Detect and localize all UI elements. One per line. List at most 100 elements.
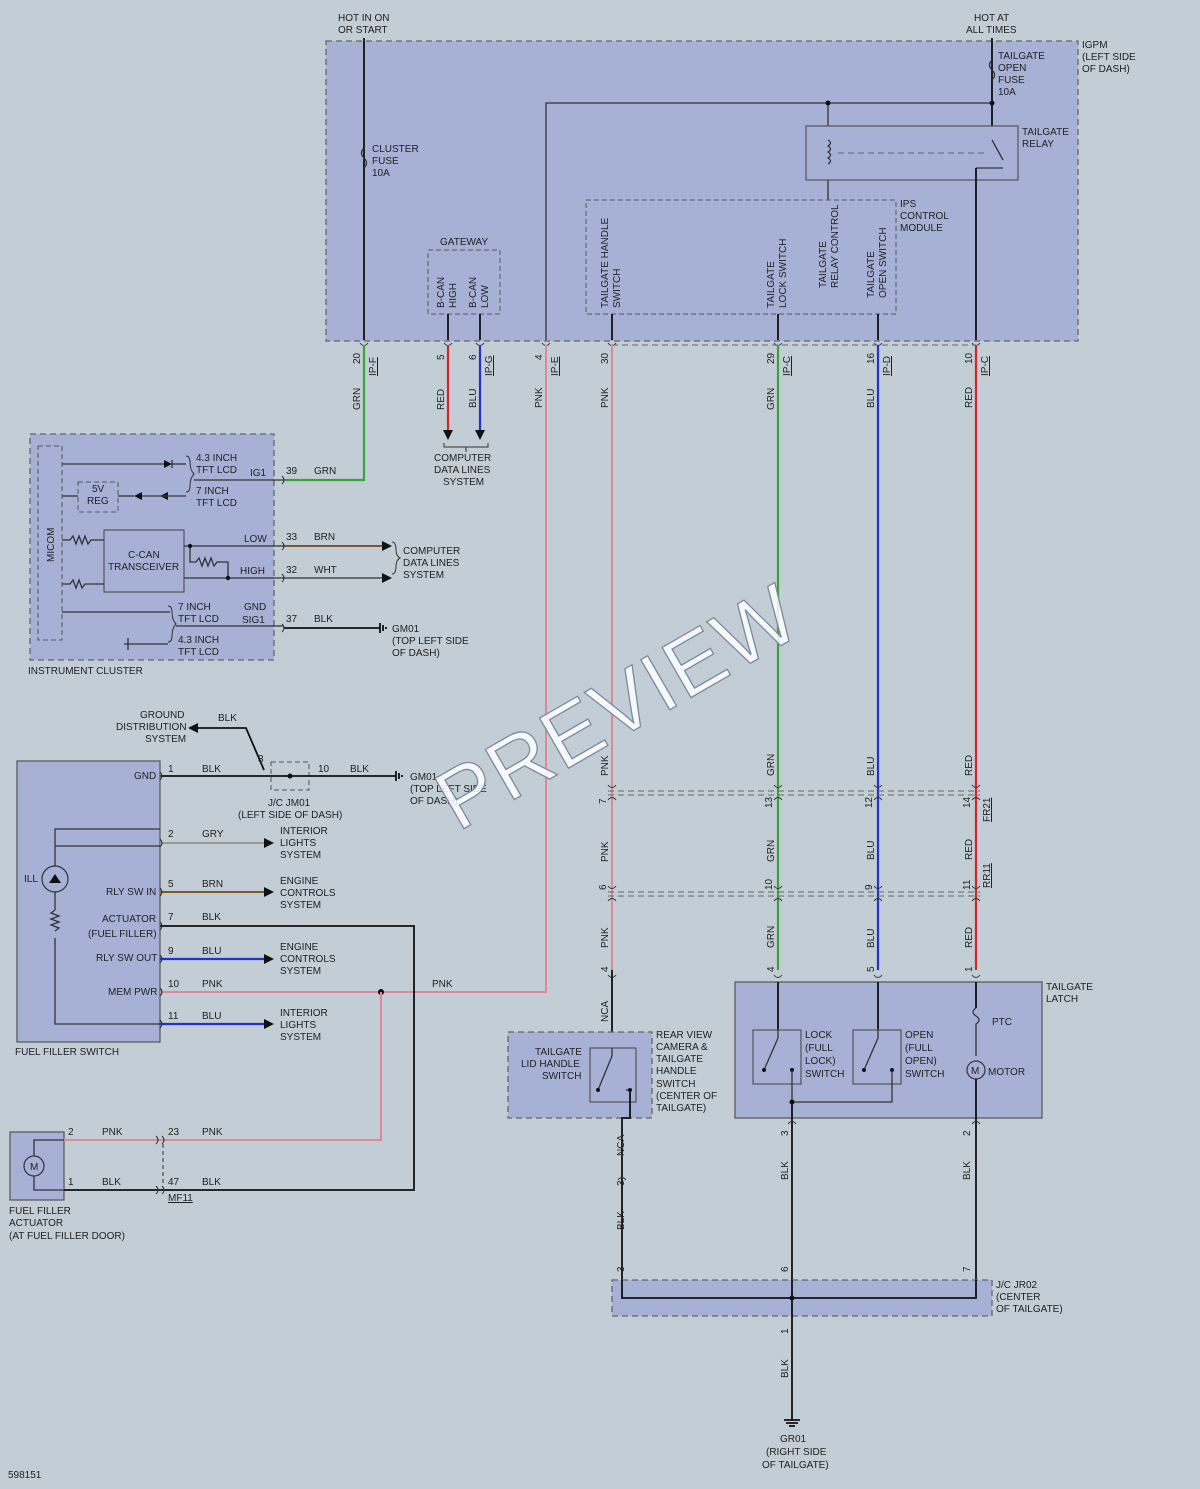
arrow-icon: [264, 954, 274, 964]
svg-text:9: 9: [864, 884, 875, 890]
svg-text:GRN: GRN: [766, 840, 777, 862]
preview-watermark: PREVIEW: [420, 565, 815, 847]
svg-text:J/C JM01: J/C JM01: [268, 798, 311, 809]
svg-text:SYSTEM: SYSTEM: [145, 734, 186, 745]
svg-text:RLY SW IN: RLY SW IN: [106, 887, 156, 898]
handle-wire-in: NCA: [600, 1001, 611, 1022]
low-label: LOW: [244, 534, 267, 545]
svg-text:GRN: GRN: [766, 754, 777, 776]
svg-text:HOT AT: HOT AT: [974, 13, 1009, 24]
svg-text:B-CAN: B-CAN: [436, 277, 447, 308]
svg-text:29: 29: [766, 352, 777, 364]
brace-icon: [391, 541, 402, 575]
svg-text:BLU: BLU: [866, 757, 877, 776]
svg-text:IP-F: IP-F: [368, 357, 379, 376]
svg-text:RED: RED: [964, 387, 975, 408]
svg-text:RELAY: RELAY: [1022, 139, 1054, 150]
junction-dot: [287, 773, 293, 779]
svg-text:ACTUATOR: ACTUATOR: [102, 914, 156, 925]
svg-text:DATA LINES: DATA LINES: [434, 465, 491, 476]
svg-text:OF TAILGATE): OF TAILGATE): [762, 1460, 829, 1471]
svg-text:6: 6: [468, 354, 479, 360]
svg-text:GM01: GM01: [410, 772, 438, 783]
jr02-pins-top: 3 6 7: [616, 1266, 973, 1272]
svg-text:BLK: BLK: [202, 1177, 221, 1188]
open-switch-icon: [863, 1030, 879, 1071]
svg-text:FUSE: FUSE: [372, 156, 399, 167]
igpm-pin-29: 29 IP-C GRN: [766, 352, 793, 410]
instrument-cluster-label: INSTRUMENT CLUSTER: [28, 666, 143, 677]
svg-text:ACTUATOR: ACTUATOR: [9, 1218, 63, 1229]
svg-text:BLU: BLU: [866, 929, 877, 948]
svg-text:B-CAN: B-CAN: [468, 277, 479, 308]
arrow-icon: [264, 838, 274, 848]
svg-text:CONTROLS: CONTROLS: [280, 954, 336, 965]
svg-text:2: 2: [962, 1130, 973, 1136]
svg-text:MEM PWR: MEM PWR: [108, 987, 157, 998]
bcan-high-label: B-CAN HIGH: [436, 277, 459, 308]
svg-text:PNK: PNK: [202, 1127, 223, 1138]
brace-icon: [167, 605, 177, 643]
resistor-icon: [62, 534, 104, 546]
svg-text:TFT LCD: TFT LCD: [196, 498, 237, 509]
svg-text:WHT: WHT: [314, 565, 337, 576]
mf11-label: MF11: [168, 1193, 193, 1204]
ptc-label: PTC: [992, 1017, 1012, 1028]
ground-dist-wire-label: BLK: [218, 713, 237, 724]
svg-text:TAILGATE HANDLE: TAILGATE HANDLE: [600, 217, 611, 308]
high-label: HIGH: [240, 566, 265, 577]
svg-text:SYSTEM: SYSTEM: [280, 900, 321, 911]
svg-text:CAMERA &: CAMERA &: [656, 1042, 708, 1053]
switch-contact: [762, 1068, 766, 1072]
cluster-pin-marks: [281, 475, 285, 633]
cluster-pin-37: 37 BLK: [286, 614, 333, 625]
svg-text:14: 14: [962, 796, 973, 808]
svg-text:OF DASH): OF DASH): [410, 796, 458, 807]
svg-text:CLUSTER: CLUSTER: [372, 144, 419, 155]
svg-text:TAILGATE): TAILGATE): [656, 1103, 706, 1114]
svg-text:LID HANDLE: LID HANDLE: [521, 1059, 580, 1070]
junction-dot: [225, 575, 231, 581]
fuel-actuator-label: FUEL FILLER ACTUATOR (AT FUEL FILLER DOO…: [9, 1206, 125, 1242]
svg-text:4: 4: [766, 966, 777, 972]
svg-text:6: 6: [780, 1266, 791, 1272]
svg-text:(TOP LEFT SIDE: (TOP LEFT SIDE: [410, 784, 487, 795]
svg-text:BRN: BRN: [202, 879, 223, 890]
svg-text:IP-D: IP-D: [882, 356, 893, 376]
svg-text:GM01: GM01: [392, 624, 420, 635]
svg-text:PNK: PNK: [600, 927, 611, 948]
svg-text:OPEN: OPEN: [998, 63, 1026, 74]
switch-internal-wire: [54, 828, 160, 866]
motor-label: MOTOR: [988, 1067, 1025, 1078]
svg-text:PNK: PNK: [600, 841, 611, 862]
lock-switch-label: LOCK (FULL LOCK) SWITCH: [805, 1030, 844, 1080]
svg-text:11: 11: [168, 1011, 179, 1022]
gm01-label-fuel: GM01 (TOP LEFT SIDE OF DASH): [410, 772, 487, 807]
svg-text:7: 7: [168, 912, 174, 923]
svg-text:LATCH: LATCH: [1046, 994, 1078, 1005]
cluster-fuse-label: CLUSTER FUSE 10A: [372, 144, 419, 179]
svg-text:(CENTER OF: (CENTER OF: [656, 1091, 717, 1102]
handle-wire-blk: BLK: [616, 1211, 627, 1230]
svg-text:TRANSCEIVER: TRANSCEIVER: [108, 562, 179, 573]
nca-handle-out: [621, 1102, 631, 1280]
svg-text:CONTROL: CONTROL: [900, 211, 949, 222]
micom-box: [37, 445, 63, 641]
cluster-fuse-symbol: [360, 147, 368, 169]
svg-text:HOT IN ON: HOT IN ON: [338, 13, 389, 24]
svg-text:GRN: GRN: [314, 466, 336, 477]
handle-wire-out: NCA: [616, 1135, 627, 1156]
svg-text:1: 1: [68, 1177, 74, 1188]
svg-text:PNK: PNK: [600, 755, 611, 776]
svg-text:10A: 10A: [998, 87, 1016, 98]
diode-icon: [164, 460, 172, 468]
computer-data-lines-label-2: COMPUTER DATA LINES SYSTEM: [403, 546, 460, 581]
igpm-box: [325, 40, 1079, 342]
jm01-pin-10: 10: [318, 764, 330, 775]
ips-module-box: [585, 199, 897, 315]
latch-switch-return: [791, 1070, 893, 1103]
svg-text:IP-E: IP-E: [550, 356, 561, 376]
rr11-pins: 6 10 9 11 RR11: [598, 863, 993, 890]
svg-text:4: 4: [534, 354, 545, 360]
